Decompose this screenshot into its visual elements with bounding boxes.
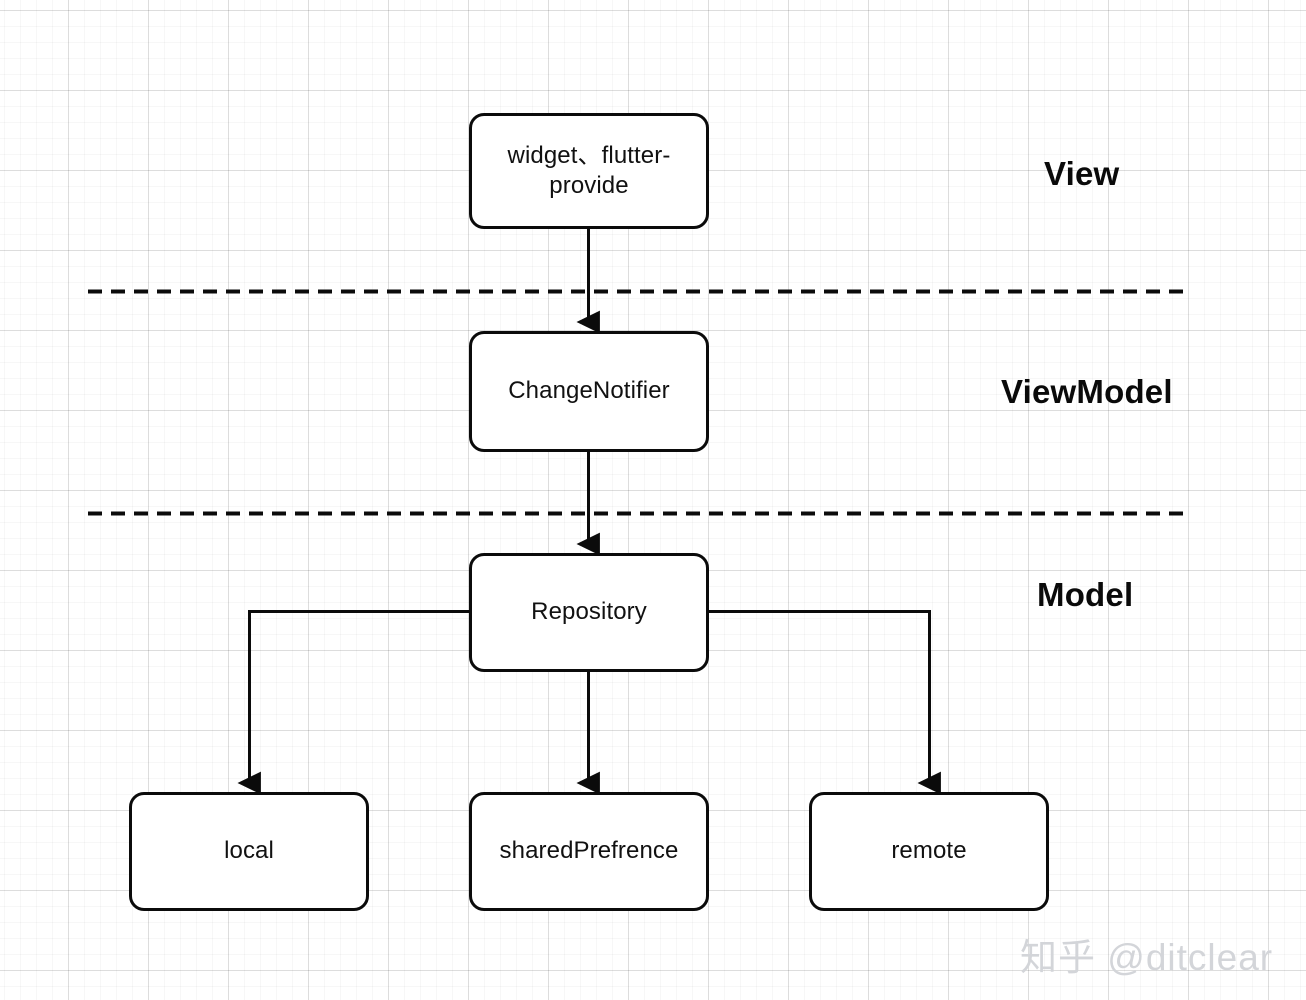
node-repository[interactable]: Repository [469, 553, 709, 672]
node-viewmodel[interactable]: ChangeNotifier [469, 331, 709, 452]
node-repository-label: Repository [531, 598, 647, 626]
node-view[interactable]: widget、flutter- provide [469, 113, 709, 229]
layer-label-viewmodel: ViewModel [1001, 373, 1173, 410]
node-view-label: widget、flutter- provide [507, 141, 671, 199]
node-remote[interactable]: remote [809, 792, 1049, 911]
connector-repository-to-local [237, 610, 469, 795]
node-local-label: local [224, 837, 274, 865]
layer-label-view: View [1044, 155, 1120, 192]
node-local[interactable]: local [129, 792, 369, 911]
node-remote-label: remote [891, 837, 967, 865]
watermark: 知乎 @ditclear [1020, 937, 1274, 978]
layer-label-model: Model [1037, 576, 1134, 613]
node-shared-prefrence-label: sharedPrefrence [499, 837, 679, 865]
node-shared-prefrence[interactable]: sharedPrefrence [469, 792, 709, 911]
connector-repository-to-remote [709, 610, 941, 795]
node-viewmodel-label: ChangeNotifier [508, 377, 670, 405]
